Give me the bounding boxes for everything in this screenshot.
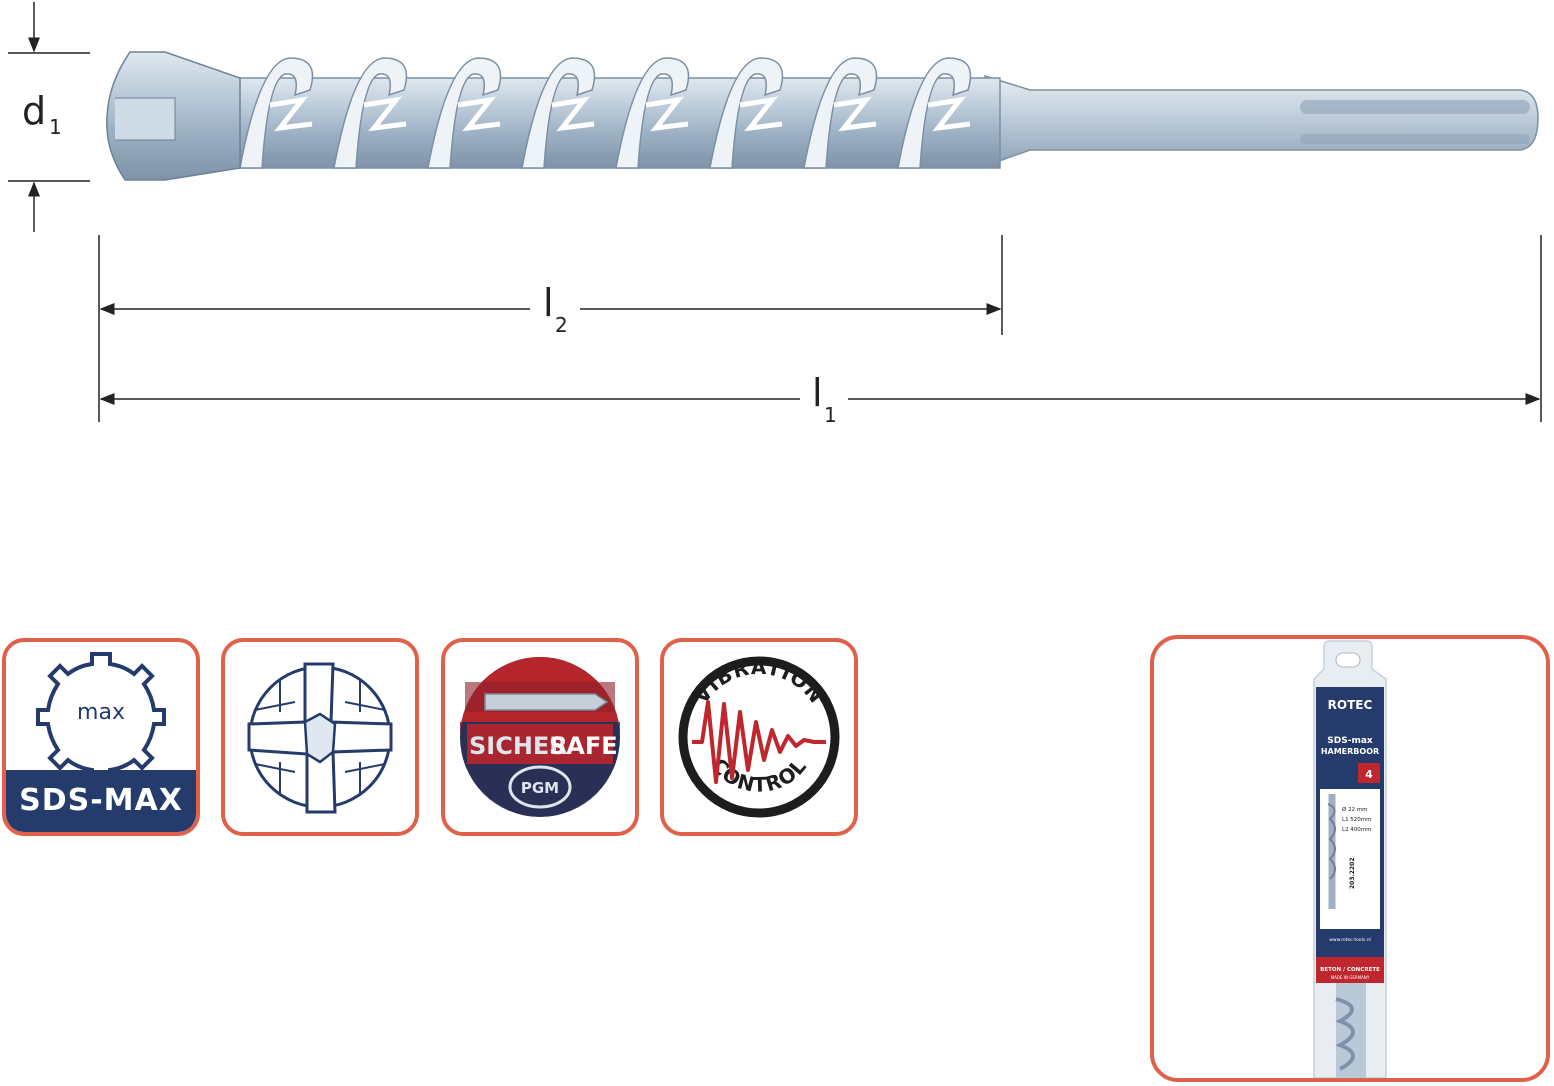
drill-flute — [897, 57, 972, 169]
drill-flute-highlight — [551, 96, 595, 132]
vibration-control-logo: VIBRATION CONTROL — [678, 655, 840, 818]
d1-label: d — [22, 89, 46, 133]
drill-flute — [615, 57, 690, 169]
total-length-dimension: l 1 — [99, 235, 1542, 427]
drill-flute — [521, 57, 596, 169]
diameter-dimension: d 1 — [8, 2, 90, 232]
package-line1: SDS-max — [1327, 736, 1373, 746]
drill-flute-highlight — [457, 96, 501, 132]
vibration-control-badge: VIBRATION CONTROL — [660, 638, 858, 836]
package-image: ROTEC SDS-max HAMERBOOR 4 Ø 22 mm L1 520… — [1313, 640, 1387, 1078]
cross-cutter-icon — [247, 662, 393, 814]
package-code: 203.2202 — [1349, 857, 1356, 889]
sds-max-bar-label: SDS-MAX — [6, 770, 196, 832]
sichersafe-text-b: SAFE — [549, 732, 618, 760]
packaging-photo: ROTEC SDS-max HAMERBOOR 4 Ø 22 mm L1 520… — [1150, 635, 1550, 1082]
drill-flute-highlight — [739, 96, 783, 132]
drill-flute-highlight — [269, 96, 313, 132]
drill-flute — [239, 57, 314, 169]
drill-flute-highlight — [833, 96, 877, 132]
drill-flute — [333, 57, 408, 169]
pgm-label: PGM — [521, 779, 559, 797]
drill-flute-highlight — [645, 96, 689, 132]
l2-label: l — [543, 281, 554, 325]
d1-subscript: 1 — [49, 115, 62, 139]
sichersafe-text-a: SICHER — [469, 732, 568, 760]
drill-flute-highlight — [927, 96, 971, 132]
drill-flute — [803, 57, 878, 169]
drill-flute-highlight — [363, 96, 407, 132]
package-made-in: MADE IN GERMANY — [1331, 975, 1370, 980]
sichersafe-logo: SICHER SAFE PGM — [460, 657, 620, 817]
package-l1: L1 520mm — [1342, 817, 1372, 823]
drill-flute — [709, 57, 784, 169]
l2-subscript: 2 — [555, 313, 568, 337]
sds-max-badge: max SDS-MAX — [2, 638, 200, 836]
package-material: BETON / CONCRETE — [1320, 967, 1380, 973]
package-website: www.rotec-tools.nl — [1329, 937, 1371, 943]
l1-label: l — [812, 371, 823, 415]
cross-tip-badge — [221, 638, 419, 836]
l1-subscript: 1 — [824, 403, 837, 427]
package-cutter-count: 4 — [1365, 768, 1373, 781]
working-length-dimension: l 2 — [98, 235, 1003, 422]
package-l2: L2 400mm — [1342, 827, 1372, 833]
sichersafe-badge: SICHER SAFE PGM — [441, 638, 639, 836]
package-line2: HAMERBOOR — [1321, 747, 1379, 756]
package-size: Ø 22 mm — [1342, 806, 1368, 813]
drill-flute — [427, 57, 502, 169]
sds-max-inner-label: max — [77, 700, 125, 725]
package-brand: ROTEC — [1328, 698, 1373, 712]
drill-bit-image — [106, 51, 1539, 181]
